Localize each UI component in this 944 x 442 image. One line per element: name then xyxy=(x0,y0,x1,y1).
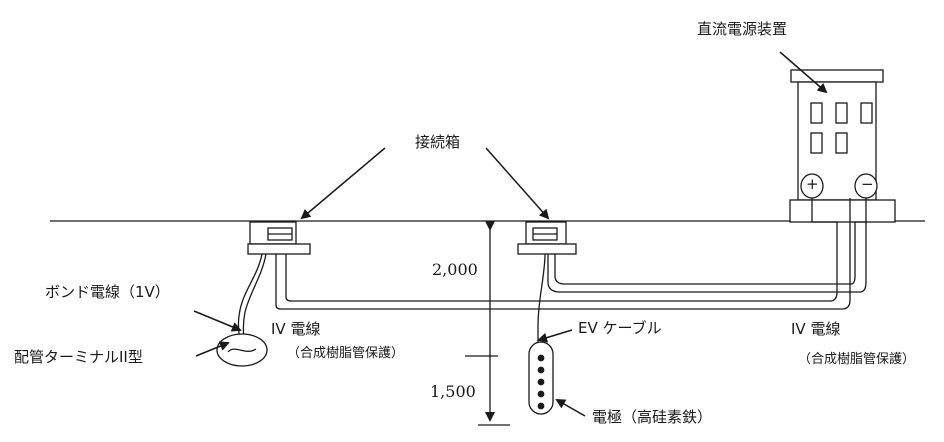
iv-wire-right-outer xyxy=(547,198,867,293)
iv-wire-left-note: （合成樹脂管保護） xyxy=(287,346,405,361)
iv-wire-left-label: IV 電線 xyxy=(271,320,321,338)
iv-wire-left-outer xyxy=(275,198,851,310)
dc-power-unit-label: 直流電源装置 xyxy=(697,20,788,38)
dc-power-unit xyxy=(789,69,896,223)
bond-wire-label: ボンド電線（1V） xyxy=(45,283,170,301)
junction-box-label: 接続箱 xyxy=(415,133,461,151)
bond-wire-arrow xyxy=(193,310,242,332)
iv-wire-right-inner xyxy=(554,221,866,285)
electrode-label: 電極（高硅素鉄） xyxy=(592,408,713,426)
junction-box-left xyxy=(247,221,311,255)
iv-wire-right-label: IV 電線 xyxy=(791,320,841,338)
junction-box-arrow-left xyxy=(300,147,386,220)
bond-wire-b xyxy=(242,253,267,339)
dc-power-arrow xyxy=(779,51,828,94)
plus-terminal-label: + xyxy=(806,175,819,193)
depth-dimension xyxy=(465,221,510,426)
ev-cable-arrow xyxy=(537,329,573,343)
minus-terminal-label: − xyxy=(861,175,874,193)
ev-cable-label: EV ケーブル xyxy=(578,319,662,337)
depth-upper-label: 2,000 xyxy=(432,260,478,279)
pipe-terminal-label: 配管ターミナルII型 xyxy=(14,348,143,366)
electrode-dots xyxy=(537,354,545,410)
iv-wire-right-note: （合成樹脂管保護） xyxy=(798,352,916,367)
electrode-arrow xyxy=(555,399,586,417)
junction-box-middle xyxy=(517,221,577,255)
depth-lower-label: 1,500 xyxy=(430,382,476,401)
junction-box-arrow-right xyxy=(485,147,550,220)
ev-cable-line xyxy=(537,253,546,342)
pipe-terminal-arrow xyxy=(195,341,230,357)
